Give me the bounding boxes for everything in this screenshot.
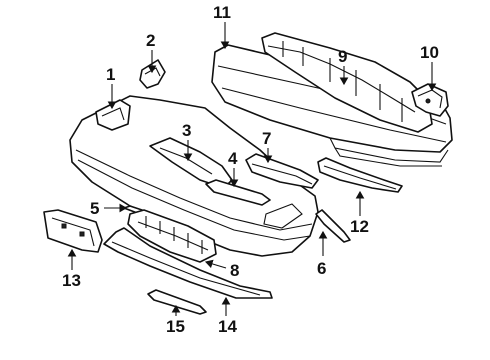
callout-2: 2	[146, 31, 155, 50]
part-4-retainer	[205, 179, 271, 206]
callout-5: 5	[90, 199, 99, 218]
callout-13: 13	[62, 271, 81, 290]
callout-10: 10	[420, 43, 439, 62]
part-8-lower-panel	[127, 209, 217, 263]
callout-14: 14	[218, 317, 237, 336]
part-13-license-bracket	[43, 209, 103, 253]
callout-6: 6	[317, 259, 326, 278]
callout-labels: 1 2 3 4 5 6 7 8 9 10 11 12 13 14 15	[62, 3, 439, 336]
part-15-trim-strip	[147, 289, 207, 315]
callout-3: 3	[182, 121, 191, 140]
callout-9: 9	[338, 47, 347, 66]
callout-8: 8	[230, 261, 239, 280]
part-14-lower-valance	[103, 227, 273, 299]
part-12-spoiler	[317, 157, 403, 193]
callout-12: 12	[350, 217, 369, 236]
part-6-bracket	[315, 209, 351, 243]
callout-15: 15	[166, 317, 185, 336]
leader-lines	[67, 22, 437, 316]
callout-4: 4	[228, 149, 238, 168]
callout-1: 1	[106, 65, 115, 84]
callout-7: 7	[262, 129, 271, 148]
callout-11: 11	[213, 3, 231, 22]
